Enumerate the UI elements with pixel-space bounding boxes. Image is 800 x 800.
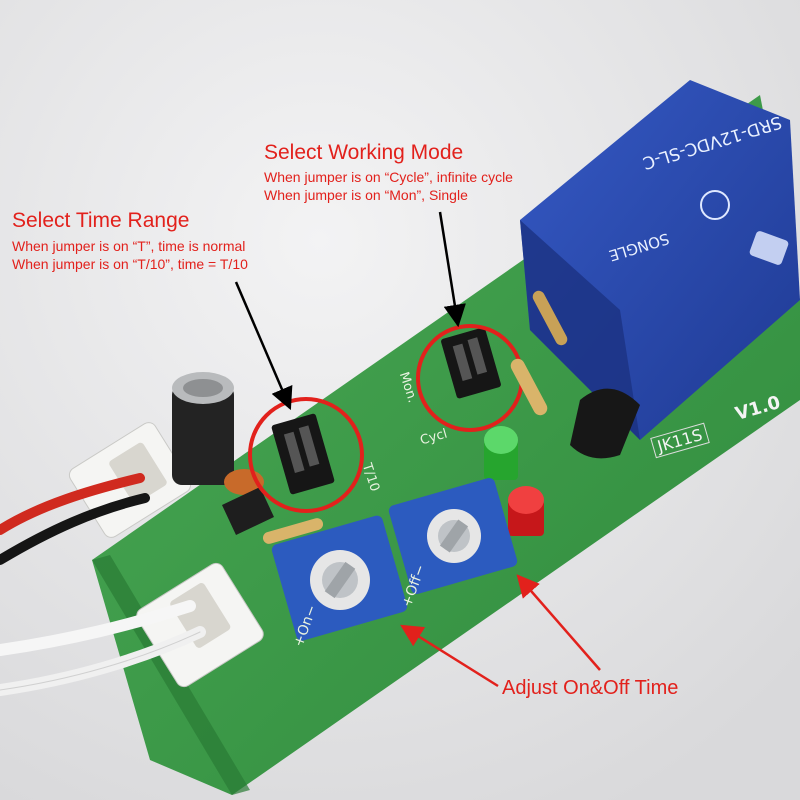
working-mode-title: Select Working Mode [264, 141, 464, 164]
working-mode-jumper [441, 327, 501, 399]
time-range-title: Select Time Range [12, 209, 190, 232]
time-range-jumper [271, 413, 335, 495]
green-led [484, 426, 518, 480]
capacitor [172, 372, 234, 485]
off-time-potentiometer[interactable] [387, 477, 518, 596]
on-time-potentiometer[interactable] [270, 514, 408, 642]
time-range-annotation: Select Time Range When jumper is on “T”,… [12, 208, 248, 273]
time-range-line-1: When jumper is on “T”, time is normal [12, 238, 246, 255]
relay [520, 80, 800, 440]
resistors [262, 290, 568, 544]
working-mode-arrow [438, 211, 466, 328]
working-mode-line-2: When jumper is on “Mon”, Single [264, 186, 468, 203]
adjust-arrow-off [516, 574, 601, 671]
trigger-connector [136, 562, 264, 688]
time-range-highlight [248, 397, 364, 513]
working-mode-line-1: When jumper is on “Cycle”, infinite cycl… [264, 169, 513, 186]
time-range-line-2: When jumper is on “T/10”, time = T/10 [12, 255, 248, 272]
working-mode-annotation: Select Working Mode When jumper is on “C… [264, 140, 513, 204]
adjust-time-annotation: Adjust On&Off Time [502, 677, 679, 699]
red-led [508, 486, 544, 536]
transistor [570, 388, 640, 459]
adjust-arrow-on [400, 624, 499, 688]
time-range-arrow [234, 281, 293, 411]
voltage-regulator [222, 487, 274, 535]
wires [0, 473, 206, 696]
